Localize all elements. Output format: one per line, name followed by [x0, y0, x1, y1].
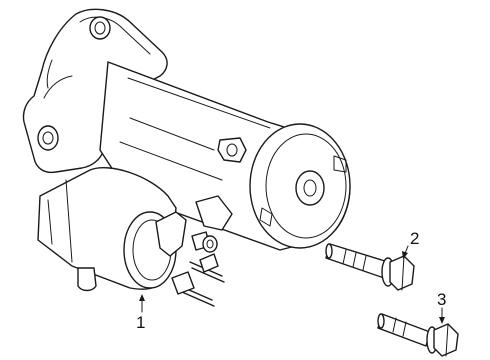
flange-hole-lower [37, 125, 59, 151]
callout-1-label: 1 [136, 313, 145, 332]
callout-2-label: 2 [410, 229, 419, 248]
terminal-bracket [155, 211, 187, 257]
lower-bolt-illustration [377, 313, 459, 357]
terminal-studs [171, 231, 225, 307]
side-bracket [195, 195, 233, 231]
end-cap-hub [295, 170, 325, 206]
through-bolt-clip [217, 137, 247, 163]
callout-3-label: 3 [437, 290, 446, 309]
mounting-flange [22, 8, 168, 174]
callout-1: 1 [136, 294, 145, 332]
callout-1-arrow [139, 294, 145, 301]
flange-hole-upper [89, 16, 111, 40]
starter-motor-illustration [22, 8, 351, 307]
callout-2-arrow [402, 251, 408, 259]
drive-stub [77, 267, 97, 292]
callout-3-arrow [439, 317, 445, 324]
callout-3: 3 [437, 290, 446, 324]
upper-bolt-illustration [325, 243, 415, 291]
callout-2: 2 [402, 229, 419, 259]
